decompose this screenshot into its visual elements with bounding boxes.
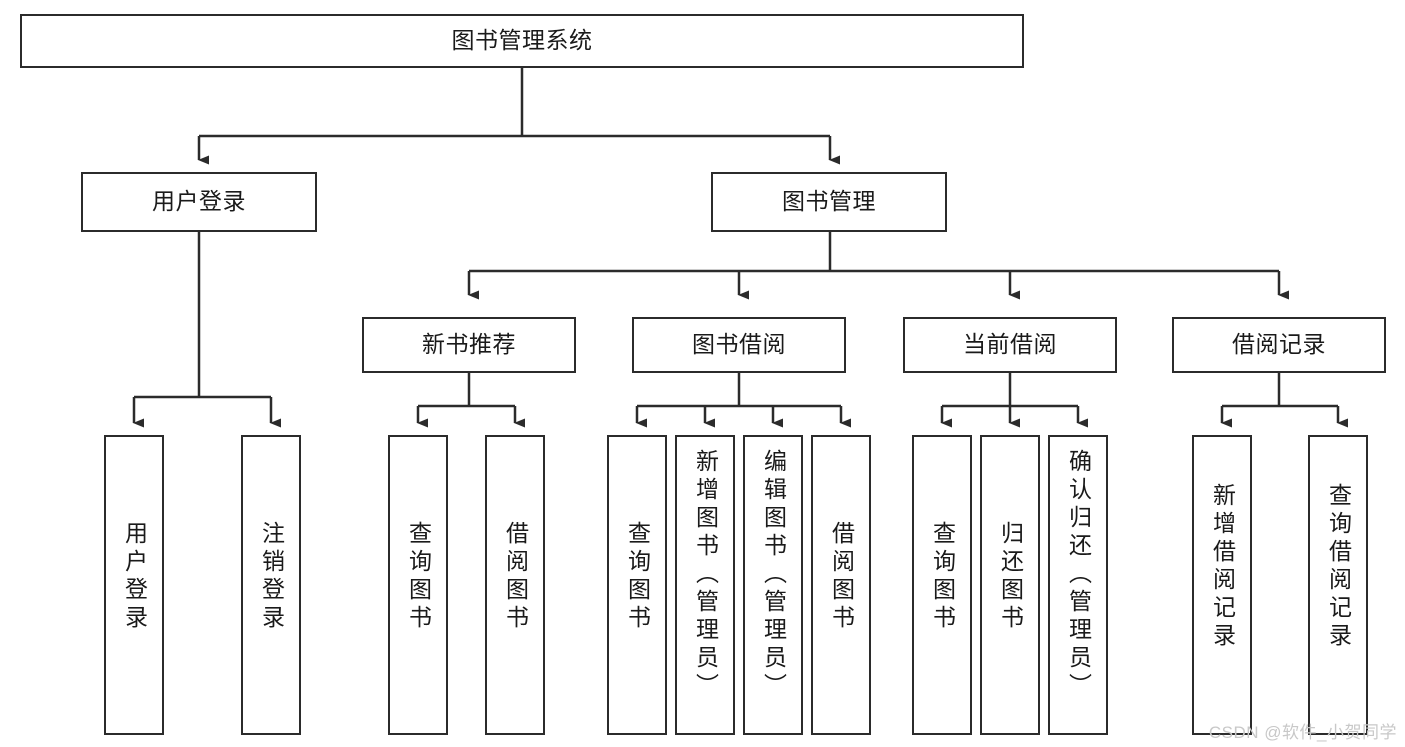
csdn-watermark: CSDN @软件_小贺同学 bbox=[1208, 723, 1397, 742]
node-leaf-query-book-2-label: 查询图书 bbox=[624, 521, 651, 633]
node-new-book-rec[interactable]: 新书推荐 bbox=[362, 317, 576, 373]
node-book-manage-label: 图书管理 bbox=[782, 188, 876, 215]
node-leaf-borrow-book-1[interactable]: 借阅图书 bbox=[485, 435, 545, 735]
node-leaf-edit-book[interactable]: 编辑图书（管理员） bbox=[743, 435, 803, 735]
node-book-borrow-label: 图书借阅 bbox=[692, 331, 786, 358]
node-book-manage[interactable]: 图书管理 bbox=[711, 172, 947, 232]
node-leaf-confirm-return[interactable]: 确认归还（管理员） bbox=[1048, 435, 1108, 735]
node-leaf-query-record-label: 查询借阅记录 bbox=[1325, 483, 1352, 651]
node-leaf-borrow-book-2-label: 借阅图书 bbox=[828, 521, 855, 633]
node-leaf-confirm-return-label: 确认归还（管理员） bbox=[1065, 449, 1092, 701]
node-user-login-label: 用户登录 bbox=[152, 188, 246, 215]
node-leaf-query-book-3[interactable]: 查询图书 bbox=[912, 435, 972, 735]
node-leaf-add-book[interactable]: 新增图书（管理员） bbox=[675, 435, 735, 735]
node-leaf-add-record-label: 新增借阅记录 bbox=[1209, 483, 1236, 651]
node-leaf-query-book-2[interactable]: 查询图书 bbox=[607, 435, 667, 735]
node-leaf-query-record[interactable]: 查询借阅记录 bbox=[1308, 435, 1368, 735]
node-leaf-user-login-label: 用户登录 bbox=[121, 521, 148, 633]
node-leaf-add-book-label: 新增图书（管理员） bbox=[692, 449, 719, 701]
node-user-login[interactable]: 用户登录 bbox=[81, 172, 317, 232]
node-borrow-record[interactable]: 借阅记录 bbox=[1172, 317, 1386, 373]
node-leaf-logout[interactable]: 注销登录 bbox=[241, 435, 301, 735]
node-current-borrow-label: 当前借阅 bbox=[963, 331, 1057, 358]
node-leaf-borrow-book-2[interactable]: 借阅图书 bbox=[811, 435, 871, 735]
node-new-book-rec-label: 新书推荐 bbox=[422, 331, 516, 358]
node-root-label: 图书管理系统 bbox=[451, 27, 593, 54]
node-leaf-borrow-book-1-label: 借阅图书 bbox=[502, 521, 529, 633]
node-root[interactable]: 图书管理系统 bbox=[20, 14, 1024, 68]
node-leaf-query-book-1-label: 查询图书 bbox=[405, 521, 432, 633]
node-leaf-query-book-1[interactable]: 查询图书 bbox=[388, 435, 448, 735]
node-leaf-edit-book-label: 编辑图书（管理员） bbox=[760, 449, 787, 701]
node-leaf-query-book-3-label: 查询图书 bbox=[929, 521, 956, 633]
node-leaf-user-login[interactable]: 用户登录 bbox=[104, 435, 164, 735]
node-leaf-return-book[interactable]: 归还图书 bbox=[980, 435, 1040, 735]
node-leaf-add-record[interactable]: 新增借阅记录 bbox=[1192, 435, 1252, 735]
node-current-borrow[interactable]: 当前借阅 bbox=[903, 317, 1117, 373]
node-leaf-logout-label: 注销登录 bbox=[258, 521, 285, 633]
node-book-borrow[interactable]: 图书借阅 bbox=[632, 317, 846, 373]
node-leaf-return-book-label: 归还图书 bbox=[997, 521, 1024, 633]
node-borrow-record-label: 借阅记录 bbox=[1232, 331, 1326, 358]
